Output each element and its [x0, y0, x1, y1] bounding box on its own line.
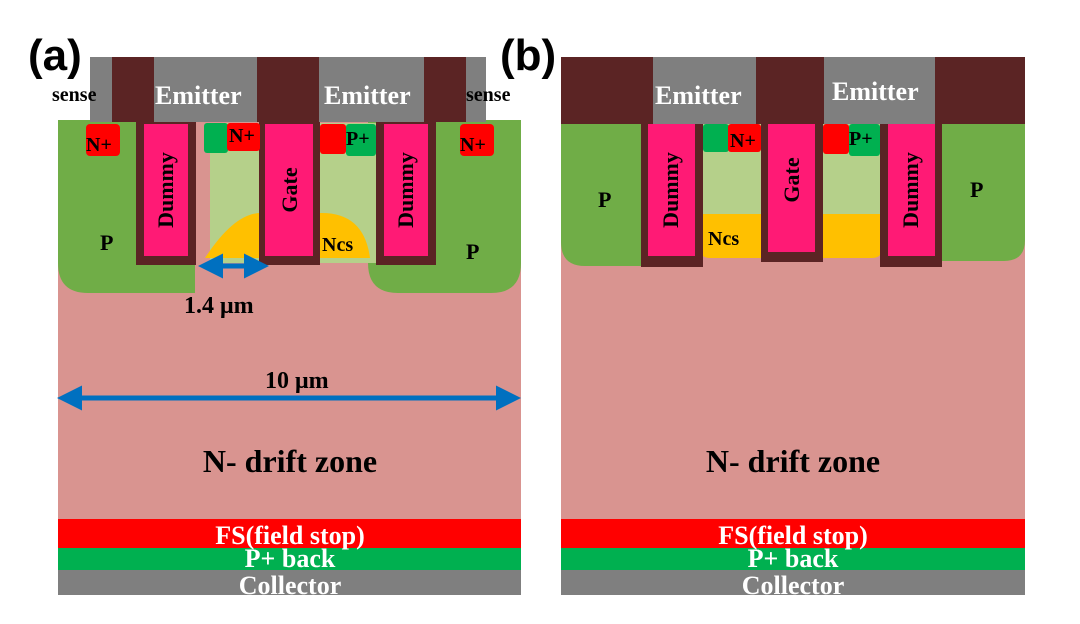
gate-contact-a	[257, 57, 319, 122]
p-plus-right-a	[346, 124, 376, 156]
dummy-poly-left-b	[648, 124, 695, 256]
field-stop-label-a: FS(field stop)	[215, 521, 365, 550]
sense-label-left-a: sense	[52, 84, 97, 106]
collector-label-b: Collector	[742, 571, 845, 600]
dummy-label-right-b: Dummy	[898, 152, 923, 228]
p-back-label-a: P+ back	[245, 544, 336, 573]
dimension-label-small-a: 1.4 μm	[184, 293, 254, 319]
dummy-poly-right-b	[888, 124, 935, 256]
field-stop-layer-b	[561, 519, 1025, 548]
drift-label-a: N- drift zone	[203, 443, 377, 479]
field-stop-label-b: FS(field stop)	[718, 521, 868, 550]
p-plus-label-a: P+	[346, 128, 370, 150]
ncs-label-a: Ncs	[322, 234, 353, 256]
p-plus-center-a	[204, 123, 228, 153]
dummy-label-left-b: Dummy	[658, 152, 683, 228]
n-plus-label-center-a: N+	[229, 125, 255, 147]
panel-label-b: (b)	[500, 31, 556, 80]
n-plus-label-left-a: N+	[86, 134, 112, 156]
dummy-poly-right-a	[384, 124, 428, 256]
p-back-layer-a	[58, 548, 521, 570]
metal-brown-right-b	[935, 57, 1025, 124]
n-plus-left-a	[86, 124, 120, 156]
n-plus-gate-side-a	[320, 124, 346, 154]
panel-a: (a) sense sense Emitter Emitter N+ N+ P+…	[28, 31, 521, 600]
gate-poly-a	[265, 124, 313, 256]
dummy-contact-right-a	[424, 57, 466, 122]
n-plus-center-a	[227, 123, 260, 151]
p-plus-label-b: P+	[849, 128, 873, 150]
gate-label-a: Gate	[277, 167, 302, 212]
n-plus-label-center-b: N+	[730, 130, 756, 152]
panel-b: (b) Emitter Emitter N+ P+ Dummy Gate Dum…	[500, 31, 1025, 600]
n-plus-center-b	[728, 124, 761, 152]
gate-poly-b	[768, 124, 815, 252]
emitter-label-2-b: Emitter	[832, 77, 919, 106]
metal-sense-left-a	[90, 57, 112, 122]
metal-brown-left-b	[561, 57, 653, 124]
drift-label-b: N- drift zone	[706, 443, 880, 479]
p-label-right-b: P	[970, 177, 983, 202]
dummy-contact-left-a	[112, 57, 154, 122]
p-plus-center-b	[703, 124, 729, 152]
collector-layer-a	[58, 570, 521, 595]
ncs-label-b: Ncs	[708, 228, 739, 250]
dummy-label-right-a: Dummy	[393, 152, 418, 228]
metal-sense-right-a	[466, 57, 486, 122]
gate-label-b: Gate	[779, 157, 804, 202]
p-label-left-b: P	[598, 187, 611, 212]
p-plus-right-b	[849, 124, 880, 156]
collector-label-a: Collector	[239, 571, 342, 600]
panel-label-a: (a)	[28, 31, 82, 80]
p-back-layer-b	[561, 548, 1025, 570]
emitter-label-2-a: Emitter	[324, 81, 411, 110]
dummy-poly-left-a	[144, 124, 188, 256]
n-plus-gate-side-b	[823, 124, 849, 154]
dummy-label-left-a: Dummy	[153, 152, 178, 228]
gate-contact-b	[756, 57, 824, 124]
emitter-label-1-b: Emitter	[655, 81, 742, 110]
emitter-label-1-a: Emitter	[155, 81, 242, 110]
dimension-label-large-a: 10 μm	[265, 368, 329, 394]
n-plus-label-right-a: N+	[460, 134, 486, 156]
n-plus-right-a	[460, 124, 494, 156]
p-label-left-a: P	[100, 230, 113, 255]
collector-layer-b	[561, 570, 1025, 595]
p-well-left-b	[561, 122, 645, 266]
field-stop-layer-a	[58, 519, 521, 548]
p-label-right-a: P	[466, 239, 479, 264]
p-back-label-b: P+ back	[748, 544, 839, 573]
p-well-right-b	[935, 122, 1025, 261]
sense-label-right-a: sense	[466, 84, 511, 106]
